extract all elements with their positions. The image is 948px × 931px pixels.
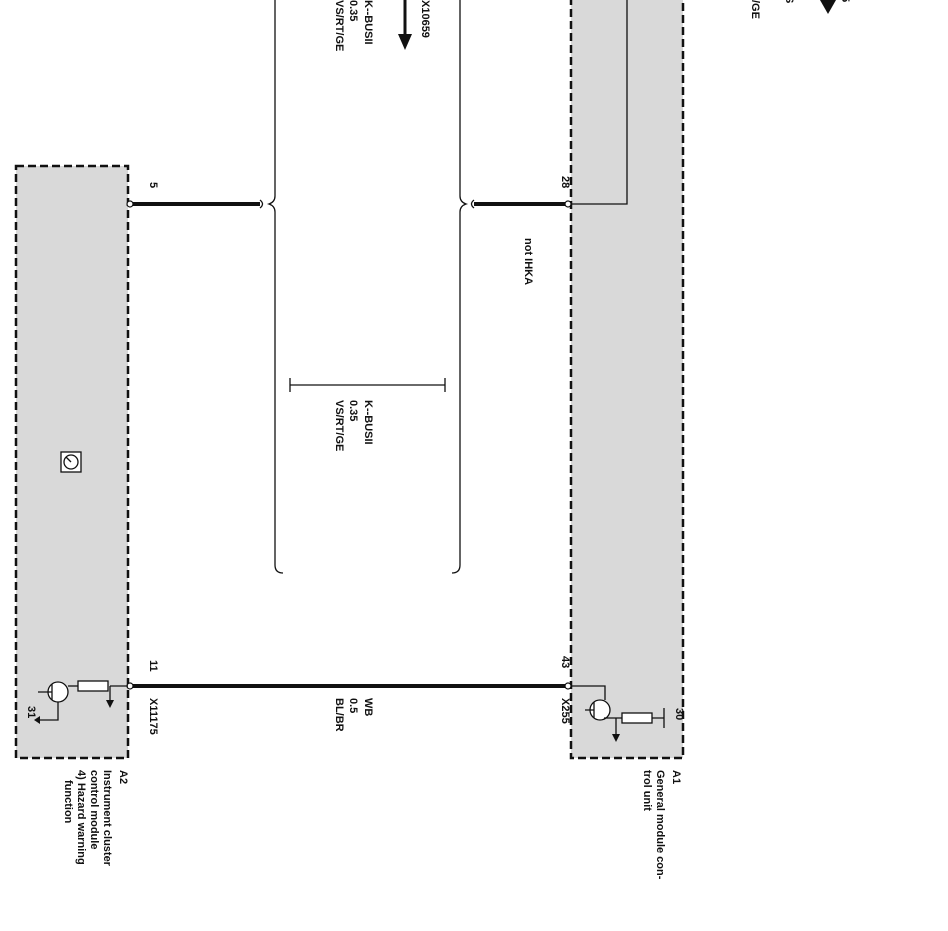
a2-name-3: 4) Hazard warning — [75, 770, 87, 865]
kbus-mid-size: 0.35 — [347, 400, 359, 421]
a2-connector: X11175 — [147, 698, 159, 735]
wire-break-marks — [259, 199, 475, 209]
a2-transistor-icon — [34, 680, 128, 724]
wb-color: BL/BR — [333, 698, 345, 732]
a1-id: A1 — [670, 770, 682, 784]
kbus-mid-bracket — [289, 378, 446, 392]
wb-name: WB — [362, 698, 374, 716]
bus-brace-right — [451, 0, 469, 574]
pin-a1-bottom: 43 — [559, 656, 571, 668]
bus-brace-left — [266, 0, 284, 574]
a2-name-2: control module — [88, 770, 100, 849]
pin-a2-top: 5 — [147, 182, 159, 188]
a1-connector: X255 — [559, 698, 571, 724]
reference-arrow-icon — [398, 0, 412, 50]
top-right-label-1: /GE — [749, 0, 761, 19]
pin-a1-top: 28 — [559, 176, 571, 188]
ref-arrow-label: X10659 — [419, 0, 431, 38]
instrument-cluster-symbol-icon — [60, 451, 82, 473]
top-right-label-2: S — [783, 0, 795, 3]
a1-transistor-icon — [572, 685, 665, 742]
kbus-top-name: K--BUSII — [362, 0, 374, 45]
wb-size: 0.5 — [347, 698, 359, 713]
kbus-top-size: 0.35 — [347, 0, 359, 21]
top-right-arrow-icon — [820, 0, 836, 14]
a1-name-1: General module con- — [654, 770, 666, 880]
kbus-mid-name: K--BUSII — [362, 400, 374, 445]
a1-name-2: trol unit — [641, 770, 653, 811]
a2-id: A2 — [117, 770, 129, 784]
kbus-mid-color: VS/RT/GE — [333, 400, 345, 451]
a1-terminal: 30 — [673, 708, 685, 720]
a2-name-1: Instrument cluster — [101, 770, 113, 867]
top-right-label-3: 5 — [839, 0, 851, 2]
a2-name-4: function — [62, 780, 74, 824]
a1-internal-line — [566, 0, 628, 205]
kbus-top-color: VS/RT/GE — [333, 0, 345, 51]
a2-terminal: 31 — [25, 706, 37, 718]
pin-a2-bottom: 11 — [147, 660, 159, 672]
not-ihka-note: not IHKA — [522, 238, 534, 285]
